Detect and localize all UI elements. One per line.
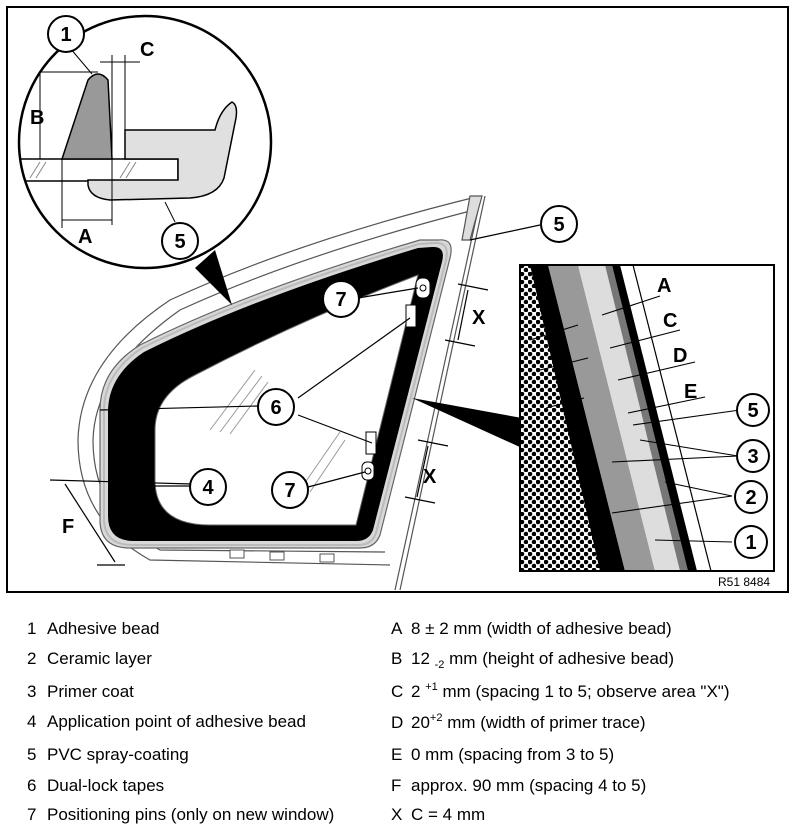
legend-num: 2 bbox=[27, 649, 37, 668]
label-x-bottom: X bbox=[423, 466, 437, 488]
svg-text:5: 5 bbox=[553, 214, 564, 236]
label-x-top: X bbox=[472, 307, 486, 329]
svg-text:7: 7 bbox=[335, 289, 346, 311]
legend-tolerance: +2 bbox=[429, 712, 443, 724]
legend-key: E bbox=[391, 745, 403, 764]
legend-tolerance: +1 bbox=[425, 681, 438, 693]
callout-7-top: 7 bbox=[322, 280, 360, 318]
legend-num: 3 bbox=[27, 682, 37, 701]
callout-5-magnifier: 5 bbox=[161, 222, 199, 260]
label-a-detail: A bbox=[657, 275, 671, 297]
callout-2-detail: 2 bbox=[734, 480, 768, 514]
legend-key: B bbox=[391, 649, 403, 668]
legend-text: PVC spray-coating bbox=[47, 745, 189, 764]
legend-item-e: E 0 mm (spacing from 3 to 5) bbox=[391, 745, 614, 765]
legend-text: mm (spacing 1 to 5; observe area "X") bbox=[437, 682, 730, 701]
legend-value: 2 bbox=[411, 682, 426, 701]
svg-text:5: 5 bbox=[747, 400, 758, 422]
legend-text: mm (height of adhesive bead) bbox=[444, 649, 675, 668]
legend-text: 8 ± 2 mm (width of adhesive bead) bbox=[411, 619, 672, 638]
callout-1-detail: 1 bbox=[734, 525, 768, 559]
legend-text: 0 mm (spacing from 3 to 5) bbox=[411, 745, 615, 764]
label-c-detail: C bbox=[663, 310, 677, 332]
legend-num: 6 bbox=[27, 776, 37, 795]
callout-1-magnifier: 1 bbox=[47, 15, 85, 53]
legend-item-2: 2 Ceramic layer bbox=[27, 649, 152, 669]
legend-item-4: 4 Application point of adhesive bead bbox=[27, 712, 306, 732]
label-f: F bbox=[62, 516, 74, 538]
svg-text:4: 4 bbox=[202, 477, 214, 499]
callout-5-detail: 5 bbox=[736, 393, 770, 427]
callout-3-detail: 3 bbox=[736, 439, 770, 473]
label-b: B bbox=[30, 107, 44, 129]
legend-num: 4 bbox=[27, 712, 37, 731]
legend-item-7: 7 Positioning pins (only on new window) bbox=[27, 805, 334, 825]
magnifier-pointer bbox=[195, 250, 232, 305]
detail-pointer bbox=[412, 398, 522, 448]
legend-item-5: 5 PVC spray-coating bbox=[27, 745, 189, 765]
legend-key: X bbox=[391, 805, 403, 824]
dimension-x-top bbox=[444, 283, 489, 347]
callout-6: 6 bbox=[257, 388, 295, 426]
svg-text:5: 5 bbox=[174, 231, 185, 253]
legend-text: Primer coat bbox=[47, 682, 134, 701]
legend-text: C = 4 mm bbox=[411, 805, 486, 824]
legend-text: approx. 90 mm (spacing 4 to 5) bbox=[411, 776, 647, 795]
legend-key: A bbox=[391, 619, 403, 638]
legend-item-3: 3 Primer coat bbox=[27, 682, 134, 702]
svg-text:7: 7 bbox=[284, 480, 295, 502]
legend-tolerance: -2 bbox=[434, 659, 445, 671]
callout-7-bottom: 7 bbox=[271, 471, 309, 509]
legend-text: Ceramic layer bbox=[47, 649, 152, 668]
legend-text: mm (width of primer trace) bbox=[442, 713, 646, 732]
label-e-detail: E bbox=[684, 381, 697, 403]
legend-item-1: 1 Adhesive bead bbox=[27, 619, 159, 639]
svg-text:3: 3 bbox=[747, 446, 758, 468]
label-c-magnifier: C bbox=[140, 39, 154, 61]
legend-item-6: 6 Dual-lock tapes bbox=[27, 776, 164, 796]
dimension-x-bottom bbox=[404, 439, 449, 504]
svg-text:1: 1 bbox=[745, 532, 756, 554]
legend-num: 1 bbox=[27, 619, 37, 638]
legend-text: Dual-lock tapes bbox=[47, 776, 165, 795]
label-a-magnifier: A bbox=[78, 226, 92, 248]
reference-number: R51 8484 bbox=[718, 575, 770, 589]
legend-value: 12 bbox=[411, 649, 435, 668]
dual-lock-tape-top bbox=[405, 304, 417, 328]
svg-text:1: 1 bbox=[60, 24, 71, 46]
callout-4: 4 bbox=[189, 468, 227, 506]
legend-item-b: B 12 -2 mm (height of adhesive bead) bbox=[391, 649, 674, 671]
callout-5-main: 5 bbox=[540, 205, 578, 243]
svg-text:2: 2 bbox=[745, 487, 756, 509]
legend-text: Application point of adhesive bead bbox=[47, 712, 306, 731]
legend-text: Positioning pins (only on new window) bbox=[47, 805, 335, 824]
svg-text:6: 6 bbox=[270, 397, 281, 419]
leader-lines bbox=[99, 224, 541, 488]
dimension-f bbox=[49, 479, 193, 566]
legend-text: Adhesive bead bbox=[47, 619, 160, 638]
legend-num: 5 bbox=[27, 745, 37, 764]
positioning-pin-top bbox=[415, 277, 431, 299]
legend-num: 7 bbox=[27, 805, 37, 824]
legend-item-d: D 20+2 mm (width of primer trace) bbox=[391, 712, 646, 735]
magnifier-detail: B C A 1 5 bbox=[17, 14, 273, 270]
legend-key: F bbox=[391, 776, 402, 795]
legend-value: 20 bbox=[411, 713, 430, 732]
legend-key: C bbox=[391, 682, 404, 701]
legend-key: D bbox=[391, 713, 404, 732]
legend-item-x: X C = 4 mm bbox=[391, 805, 485, 825]
label-d-detail: D bbox=[673, 345, 687, 367]
window-adhesive-diagram: X X F 5 7 6 4 7 bbox=[6, 6, 789, 593]
layer-detail-box: A C D E 5 3 2 1 bbox=[519, 264, 775, 572]
positioning-pin-bottom bbox=[361, 461, 375, 481]
legend-item-a: A 8 ± 2 mm (width of adhesive bead) bbox=[391, 619, 672, 639]
